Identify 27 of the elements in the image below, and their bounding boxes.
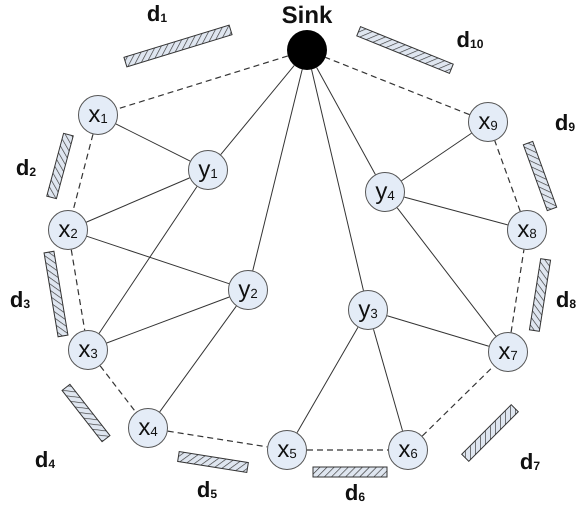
dashed-link (70, 250, 86, 330)
link-line (115, 123, 191, 162)
link-line (404, 196, 508, 226)
dashed-link (307, 449, 388, 451)
link-line (220, 64, 295, 156)
link-line (98, 186, 198, 334)
dashed-link (116, 55, 288, 110)
dashed-link (325, 56, 470, 116)
link-line (401, 132, 472, 182)
dashed-link (100, 365, 136, 413)
link-line (252, 68, 303, 272)
dashed-link (510, 250, 525, 332)
node-label: Sink (282, 4, 332, 28)
link-line (386, 315, 490, 347)
link-line (316, 67, 376, 175)
link-line (159, 306, 237, 412)
link-line (396, 207, 496, 337)
dashed-link (168, 430, 268, 448)
dashed-link (494, 140, 521, 212)
hatched-bar (312, 466, 388, 478)
link-line (373, 328, 403, 432)
dashed-link (72, 134, 94, 211)
link-line (86, 177, 190, 223)
link-line (311, 68, 364, 292)
link-line (86, 236, 230, 284)
link-line (106, 296, 230, 344)
link-line (296, 326, 358, 434)
